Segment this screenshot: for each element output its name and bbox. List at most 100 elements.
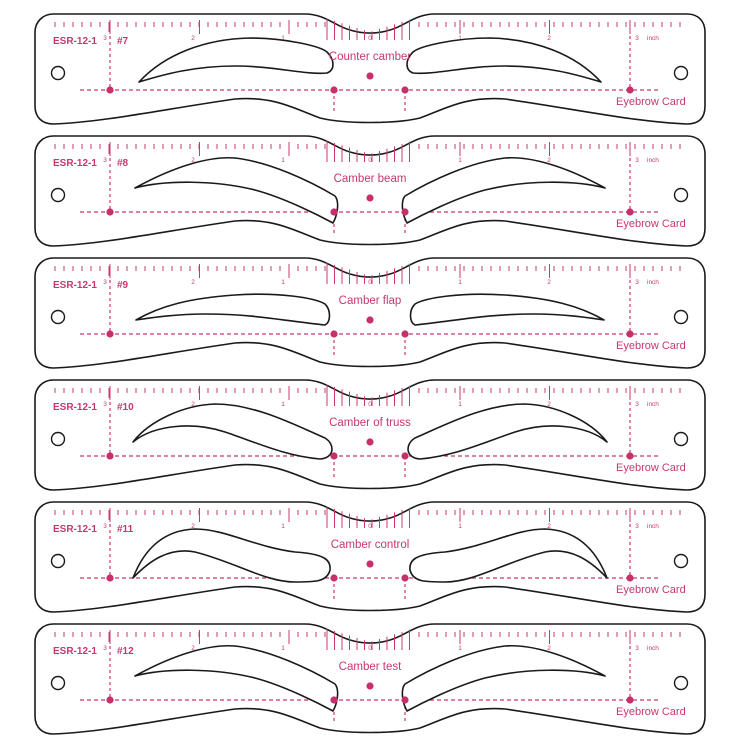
product-code: ESR-12-1 [53,646,97,657]
hanging-hole [50,431,66,447]
ruler-label: 2 [191,35,195,42]
guide-dot [106,208,114,216]
left-brow-stencil [134,644,339,712]
guide-dot [626,574,634,582]
guide-dot [626,86,634,94]
stencil-number: #8 [117,158,129,169]
left-brow-stencil [138,37,334,83]
stencil-number: #9 [117,280,129,291]
guide-dot [330,330,338,338]
stencil-title: Camber test [339,661,402,673]
brand-label: Eyebrow Card [616,96,686,108]
guide-dot [626,696,634,704]
product-code: ESR-12-1 [53,36,97,47]
guide-dot [106,574,114,582]
ruler-label: 1 [281,401,285,408]
ruler [54,140,681,162]
ruler-label: 2 [191,401,195,408]
ruler-label: 0 [368,157,372,164]
hanging-hole [50,675,66,691]
right-brow-stencil [406,37,602,83]
ruler-label: 3 [635,279,639,286]
guide-dot [401,86,409,94]
ruler-label: 3 [103,157,107,164]
hanging-hole [673,553,689,569]
guide-dot [626,208,634,216]
card-outline [34,13,706,125]
card-outline [34,623,706,735]
ruler-label: 2 [191,523,195,530]
ruler-label: 1 [281,523,285,530]
guide-dot [626,452,634,460]
ruler-label: 2 [547,523,551,530]
ruler-label: 1 [281,279,285,286]
guide-dot [106,86,114,94]
stencil-number: #10 [117,402,134,413]
left-brow-stencil [132,403,333,460]
ruler-label: 1 [458,401,462,408]
hanging-hole [50,309,66,325]
left-brow-stencil [132,528,331,583]
ruler-label: 2 [547,645,551,652]
product-code: ESR-12-1 [53,402,97,413]
stencil-title: Camber flap [339,295,402,307]
guide-dot [401,574,409,582]
ruler-label: 2 [547,157,551,164]
guide-dot [366,682,374,690]
guide-dot [401,696,409,704]
hanging-hole [673,187,689,203]
hanging-hole [50,187,66,203]
ruler-label: 0 [368,645,372,652]
guide-dot [366,316,374,324]
ruler-label: 0 [368,523,372,530]
stencil-title: Camber beam [334,173,407,185]
right-brow-stencil [407,403,608,460]
ruler-label: 0 [368,35,372,42]
ruler-label: 1 [458,645,462,652]
stencil-title: Camber control [331,539,410,551]
card-outline [34,501,706,613]
brand-label: Eyebrow Card [616,706,686,718]
ruler-label: 3 [103,35,107,42]
ruler [54,262,681,284]
ruler-label: 3 [103,279,107,286]
card-outline [34,379,706,491]
ruler [54,384,681,406]
product-code: ESR-12-1 [53,158,97,169]
ruler-label: 3 [103,645,107,652]
product-code: ESR-12-1 [53,280,97,291]
ruler-label: 3 [635,35,639,42]
stencil-number: #12 [117,646,134,657]
right-brow-stencil [409,293,605,326]
ruler-unit: inch [647,523,659,530]
ruler-label: 1 [281,645,285,652]
card-outline [34,257,706,369]
brand-label: Eyebrow Card [616,462,686,474]
guide-dot [106,696,114,704]
ruler [54,18,681,40]
guide-dot [401,208,409,216]
guide-dot [106,330,114,338]
ruler-label: 2 [547,401,551,408]
hanging-hole [673,431,689,447]
ruler-label: 3 [635,401,639,408]
ruler-label: 2 [191,279,195,286]
guide-dot [330,452,338,460]
guide-dot [366,438,374,446]
product-code: ESR-12-1 [53,524,97,535]
ruler-label: 2 [191,157,195,164]
brand-label: Eyebrow Card [616,218,686,230]
hanging-hole [673,65,689,81]
ruler [54,506,681,528]
ruler-label: 1 [458,279,462,286]
stencil-number: #11 [117,524,134,535]
ruler-label: 0 [368,279,372,286]
ruler-label: 1 [458,157,462,164]
ruler-label: 0 [368,401,372,408]
hanging-hole [50,553,66,569]
ruler-label: 2 [547,35,551,42]
left-brow-stencil [134,156,339,224]
